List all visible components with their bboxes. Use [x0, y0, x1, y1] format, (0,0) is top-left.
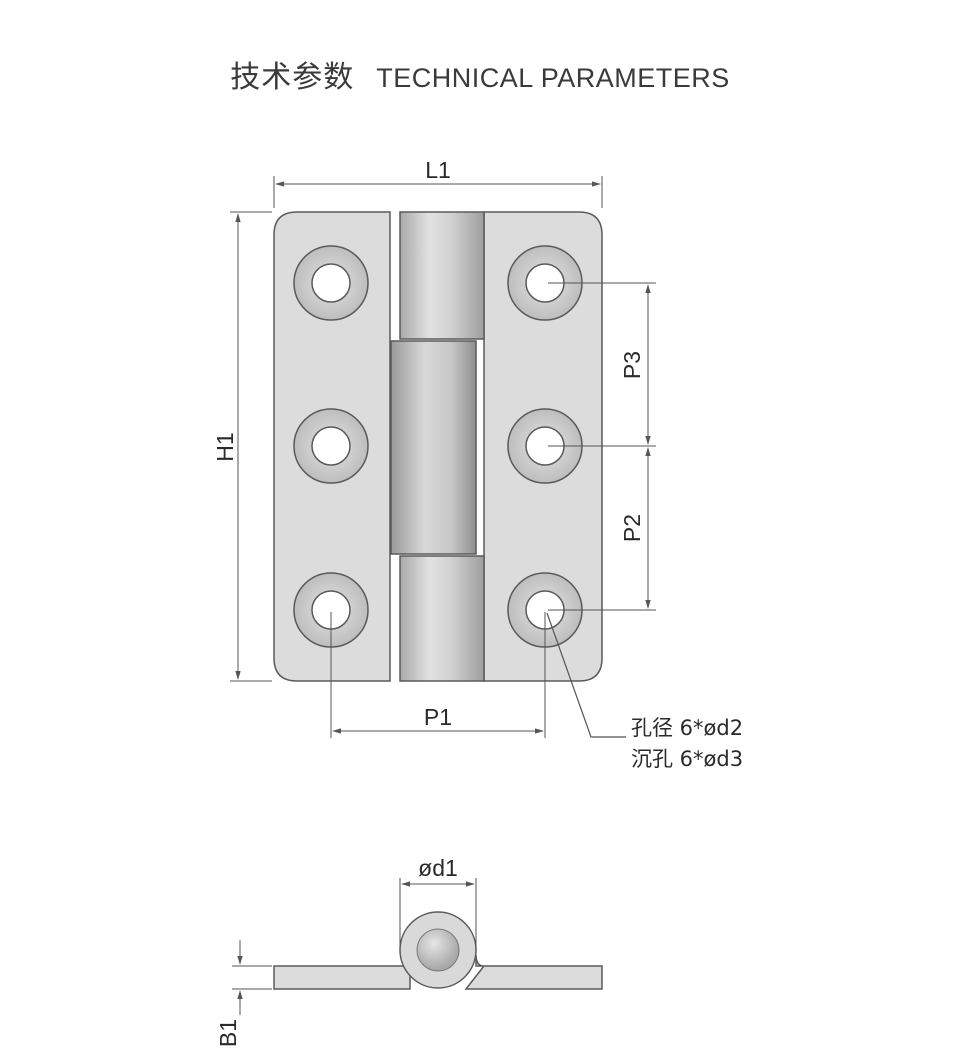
- hole-right-top: [507, 245, 583, 321]
- dimension-d1: [399, 878, 477, 950]
- dimension-b1-label: B1: [215, 1019, 241, 1047]
- callout-countersink: 沉孔 6*ød3: [631, 747, 743, 771]
- dimension-b1: [232, 940, 272, 1015]
- dimension-p2-label: P2: [619, 514, 645, 542]
- hole-left-bottom: [293, 572, 369, 648]
- side-leaves: [273, 965, 411, 990]
- page-title: 技术参数 TECHNICAL PARAMETERS: [0, 52, 960, 96]
- dimension-l1: [273, 176, 603, 208]
- title-english: TECHNICAL PARAMETERS: [376, 63, 730, 93]
- hole-callout-leader: [546, 612, 626, 738]
- dimension-h1: [230, 211, 272, 682]
- hole-left-middle: [293, 408, 369, 484]
- knuckle-bottom: [399, 555, 485, 682]
- dimension-p2: [548, 447, 656, 611]
- dimension-p1-label: P1: [424, 704, 452, 730]
- dimension-d1-label: ød1: [418, 855, 458, 881]
- knuckle-middle: [390, 340, 477, 555]
- dimension-p3: [548, 282, 656, 447]
- title-chinese: 技术参数: [230, 60, 355, 95]
- side-pin: [416, 928, 460, 972]
- hinge-front-view: [273, 211, 603, 682]
- dimension-p3-label: P3: [619, 351, 645, 379]
- knuckle-top: [399, 211, 485, 340]
- dimension-l1-label: L1: [425, 157, 451, 183]
- dimension-p1: [330, 612, 546, 738]
- hole-left-top: [293, 245, 369, 321]
- callout-hole-diameter: 孔径 6*ød2: [631, 716, 743, 740]
- dimension-h1-label: H1: [212, 432, 238, 461]
- side-leaf-right: [464, 954, 603, 990]
- hinge-side-view: [273, 911, 603, 990]
